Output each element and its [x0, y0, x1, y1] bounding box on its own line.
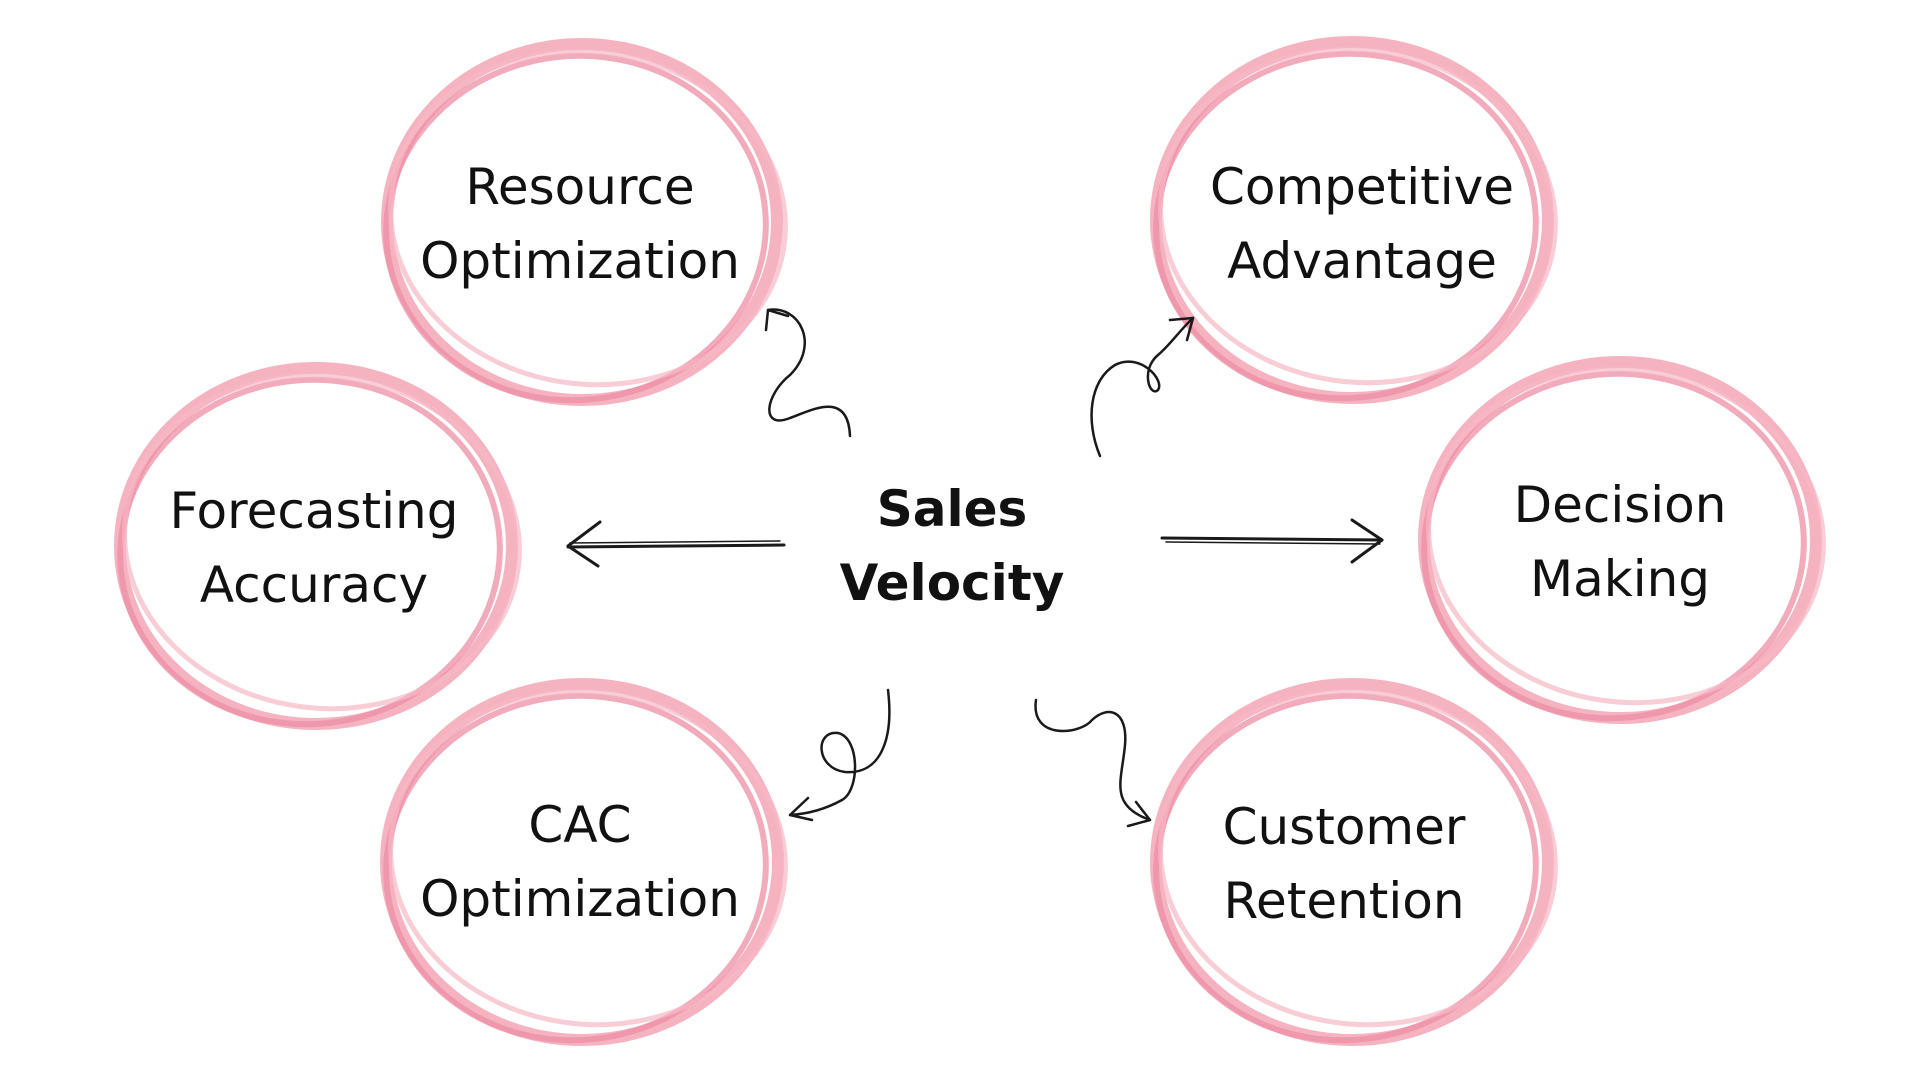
node-cac-optimization: CAC Optimization — [420, 788, 740, 936]
node-forecasting-line-2: Accuracy — [199, 556, 429, 614]
node-retention-line-2: Retention — [1223, 872, 1465, 930]
node-resource-line-2: Optimization — [420, 232, 740, 290]
ring-customer-retention — [1150, 678, 1558, 1046]
arrow-to-competitive-advantage — [1090, 316, 1195, 458]
ring-competitive-advantage — [1150, 36, 1558, 404]
node-retention-line-1: Customer — [1222, 798, 1466, 856]
node-forecasting-accuracy: Forecasting Accuracy — [170, 474, 459, 622]
node-decision-making: Decision Making — [1514, 468, 1727, 616]
node-customer-retention: Customer Retention — [1223, 790, 1466, 938]
node-competitive-line-2: Advantage — [1227, 232, 1497, 290]
node-cac-line-1: CAC — [528, 796, 632, 854]
arrow-to-decision-making — [1160, 518, 1384, 564]
center-line-2: Velocity — [839, 554, 1065, 612]
ring-resource-optimization — [381, 38, 788, 406]
node-forecasting-line-1: Forecasting — [169, 482, 459, 540]
center-label-sales-velocity: Sales Velocity — [840, 472, 1065, 620]
node-resource-optimization: Resource Optimization — [420, 150, 740, 298]
node-resource-line-1: Resource — [465, 158, 695, 216]
ring-forecasting-accuracy — [114, 362, 522, 730]
arrow-to-forecasting-accuracy — [566, 520, 786, 568]
center-line-1: Sales — [876, 480, 1028, 538]
node-decision-line-1: Decision — [1513, 476, 1727, 534]
arrow-to-resource-optimization — [764, 308, 852, 438]
node-competitive-advantage: Competitive Advantage — [1210, 150, 1514, 298]
ring-decision-making — [1418, 356, 1826, 724]
arrow-to-cac-optimization — [788, 688, 891, 822]
node-decision-line-2: Making — [1529, 550, 1711, 608]
node-competitive-line-1: Competitive — [1209, 158, 1515, 216]
arrow-to-customer-retention — [1034, 698, 1152, 828]
node-cac-line-2: Optimization — [420, 870, 740, 928]
ring-cac-optimization — [380, 678, 788, 1046]
